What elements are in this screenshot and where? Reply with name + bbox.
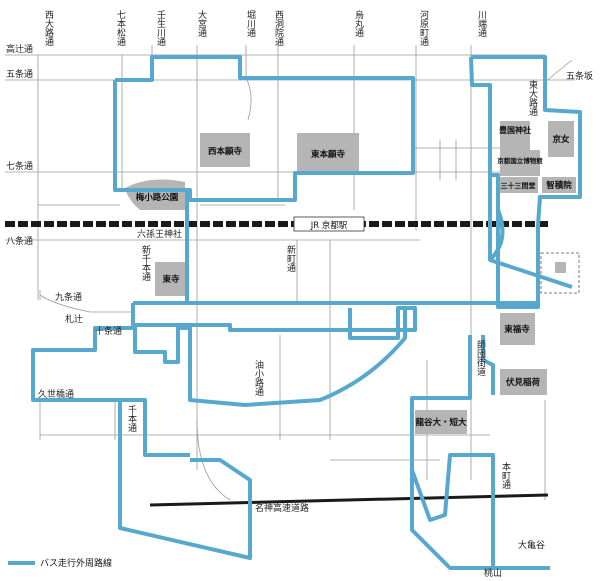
label-daikame: 大亀谷 xyxy=(518,539,545,551)
park-umekoji-shape xyxy=(125,179,185,210)
route-shidan-loop xyxy=(410,335,550,570)
bus-route xyxy=(31,55,582,570)
label-higashioji: 東大路通 xyxy=(527,79,538,117)
place-tofukuji-box xyxy=(500,313,535,345)
place-toji-box xyxy=(155,262,187,296)
street-grid xyxy=(5,45,575,500)
route-mid-box xyxy=(93,308,407,407)
place-dashed-box xyxy=(540,252,580,294)
place-labels: 西本願寺 東本願寺 梅小路公園 東寺 豊国神社 京都国立博物館 三十三間堂 京女… xyxy=(136,125,573,428)
place-kyojo-box xyxy=(548,121,574,157)
place-fushimi-inari-box xyxy=(500,369,547,395)
rail xyxy=(5,221,549,507)
label-mibu: 壬生川通 xyxy=(155,10,166,47)
label-omiya: 大宮通 xyxy=(196,9,207,38)
jr-station-box xyxy=(293,216,365,232)
other-street-labels: 五条坂 東大路通 六孫王神社 新千本通 新町通 油小路通 千本通 師団街道 本町… xyxy=(126,70,593,579)
label-meishin: 名神高速道路 xyxy=(255,502,309,514)
label-museum: 京都国立博物館 xyxy=(497,156,543,165)
label-ryukoku: 龍谷大・短大 xyxy=(415,417,467,428)
label-nishinotoin: 西洞院通 xyxy=(273,10,284,47)
label-hachijo: 八条通 xyxy=(6,235,33,247)
label-kyojo: 京女 xyxy=(552,134,570,145)
label-kujo: 九条通 xyxy=(55,291,82,303)
label-aburanokoji: 油小路通 xyxy=(253,359,264,397)
places xyxy=(155,121,576,434)
label-tofukuji: 東福寺 xyxy=(504,324,530,335)
route-east-lower xyxy=(481,335,495,395)
legend-label: バス走行外周路線 xyxy=(40,557,112,569)
label-rokusonno: 六孫王神社 xyxy=(137,228,182,240)
label-toyokuni: 豊国神社 xyxy=(499,125,531,135)
label-kawaramachi: 河原町通 xyxy=(418,9,429,47)
label-shichihon-matsu: 七本松通 xyxy=(115,10,126,47)
route-ryukoku-loop xyxy=(410,453,495,570)
label-shinmachi: 新町通 xyxy=(285,244,296,273)
route-east-loop xyxy=(469,55,582,309)
label-momoyama: 桃山 xyxy=(484,567,502,579)
horizontal-street-labels: 高辻通 五条通 七条通 八条通 九条通 札辻 十条通 久世橋通 xyxy=(6,43,122,400)
label-kotsuji: 高辻通 xyxy=(6,43,33,55)
label-kuzebashi: 久世橋通 xyxy=(38,388,74,400)
place-small-square xyxy=(555,262,566,273)
label-shichijo: 七条通 xyxy=(6,160,33,172)
place-higashi-honganji-box xyxy=(297,133,359,173)
label-gojozaka: 五条坂 xyxy=(566,70,593,82)
label-kawabata: 川端通 xyxy=(476,10,487,38)
label-umekoji-park: 梅小路公園 xyxy=(136,192,179,203)
route-jujo-band-lower xyxy=(131,303,417,340)
meishin-expressway xyxy=(149,493,549,507)
place-toyokuni-box xyxy=(500,121,530,151)
label-higashi-honganji: 東本願寺 xyxy=(311,149,346,160)
route-east-curve xyxy=(488,209,505,262)
street-curve-jujo xyxy=(39,294,135,313)
label-honmachi: 本町通 xyxy=(500,461,511,490)
route-north-loop xyxy=(113,55,415,202)
label-fushimi-inari: 伏見稲荷 xyxy=(506,377,541,388)
label-fudatsuji: 札辻 xyxy=(65,313,83,325)
place-nishi-honganji-box xyxy=(200,133,250,167)
label-karasuma: 烏丸通 xyxy=(353,9,364,38)
label-chishakuin: 智積院 xyxy=(545,180,572,191)
street-curve-horikawa xyxy=(245,77,252,121)
route-west-loop xyxy=(31,338,190,457)
place-sanjusangendo-box xyxy=(498,177,538,193)
place-chishakuin-box xyxy=(542,177,576,193)
place-museum-box xyxy=(500,150,540,176)
label-gojo: 五条通 xyxy=(6,68,33,80)
label-nishi-oji: 西大路通 xyxy=(43,10,54,47)
street-gojozaka xyxy=(544,59,573,83)
label-horikawa: 堀川通 xyxy=(245,10,256,38)
place-ryukoku-box xyxy=(415,410,467,434)
label-senbon: 千本通 xyxy=(126,405,137,433)
jr-station-label: JR 京都駅 xyxy=(310,220,348,231)
label-nishi-honganji: 西本願寺 xyxy=(208,146,243,157)
label-sanjusangendo: 三十三間堂 xyxy=(501,181,536,190)
label-jujo: 十条通 xyxy=(95,325,122,337)
label-toji: 東寺 xyxy=(162,274,180,285)
label-shidan: 師団街道 xyxy=(475,339,486,377)
label-shinsenbon: 新千本通 xyxy=(140,244,151,282)
vertical-street-labels: 西大路通 七本松通 壬生川通 大宮通 堀川通 西洞院通 烏丸通 河原町通 川端通 xyxy=(43,9,487,47)
route-senbon-south xyxy=(118,400,252,560)
street-curve-omiya-south xyxy=(196,419,231,501)
